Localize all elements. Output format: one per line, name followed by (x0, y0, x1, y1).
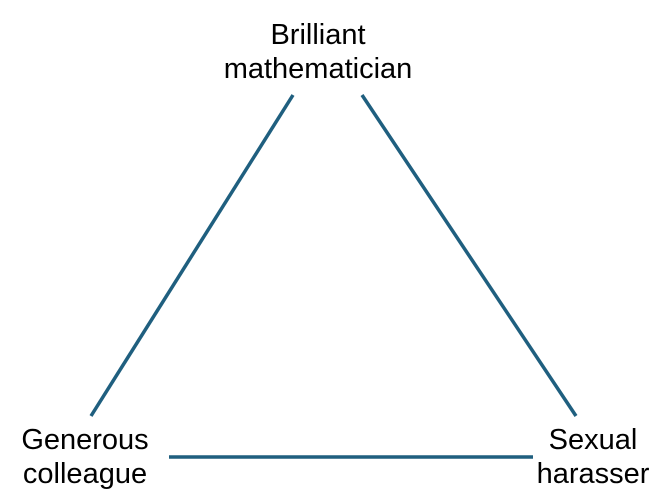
edge-top-left (89, 94, 295, 417)
node-top-line2: mathematician (223, 53, 413, 85)
node-right-line2: harasser (536, 458, 650, 490)
node-top-line1: Brilliant (270, 19, 366, 51)
node-brilliant-mathematician: Brilliant mathematician (183, 18, 453, 86)
edge-top-right (360, 94, 578, 417)
node-left-line1: Generous (21, 424, 149, 456)
node-right-line1: Sexual (548, 424, 638, 456)
node-sexual-harasser: Sexual harasser (520, 423, 666, 491)
node-generous-colleague: Generous colleague (0, 423, 170, 491)
node-left-line2: colleague (22, 458, 148, 490)
